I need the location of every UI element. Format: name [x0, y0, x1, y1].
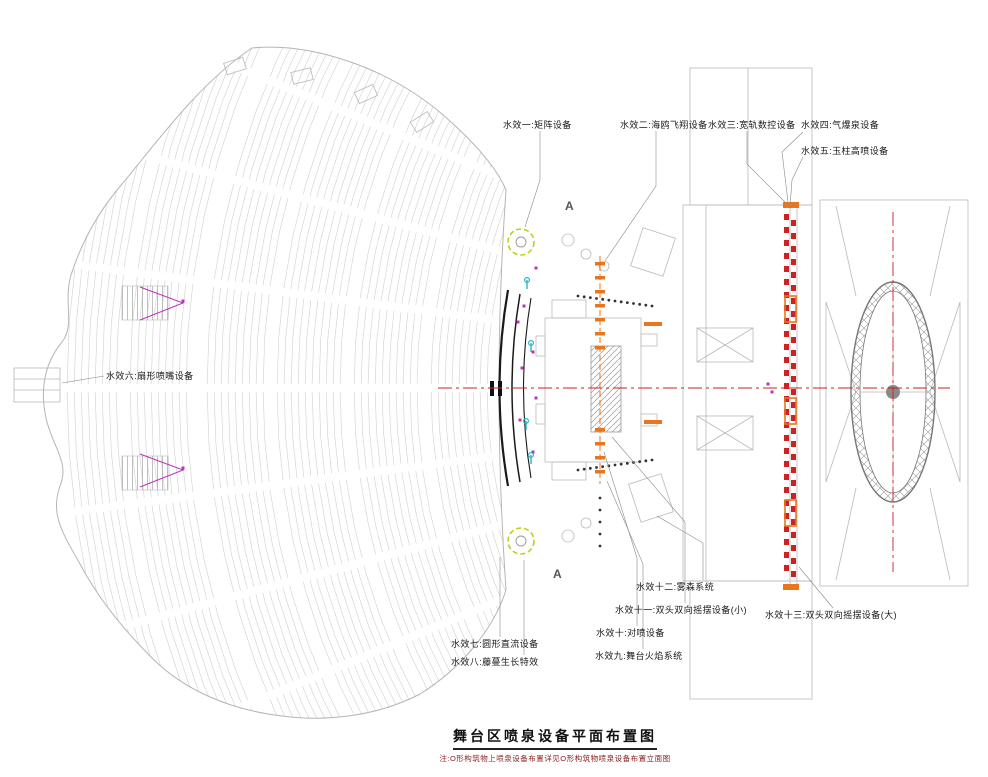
label-water-effect-1: 水效一:矩阵设备	[503, 120, 572, 130]
stage-block	[535, 299, 658, 481]
seagull-nozzle-dots	[576, 294, 654, 548]
drawing-note: 注:O形构筑物上喷泉设备布置详见O形构筑物喷泉设备布置立面图	[439, 754, 671, 763]
perimeter-towers	[223, 56, 435, 133]
magenta-nozzle-points	[181, 266, 774, 470]
cyan-sprinkler-symbols	[522, 277, 534, 464]
centerlines	[438, 212, 950, 572]
swing-equipment-large	[783, 202, 799, 590]
swing-equipment-small	[595, 256, 662, 484]
section-marker-a-top: A	[565, 199, 574, 213]
title-block: 舞台区喷泉设备平面布置图 注:O形构筑物上喷泉设备布置详见O形构筑物喷泉设备布置…	[355, 726, 755, 764]
label-water-effect-10: 水效十:对喷设备	[596, 628, 665, 638]
label-water-effect-11: 水效十一:双头双向摇摆设备(小)	[615, 605, 747, 615]
label-water-effect-2: 水效二:海鸥飞翔设备	[620, 120, 708, 130]
label-water-effect-12: 水效十二:雾森系统	[636, 582, 715, 592]
stairs-upper	[121, 285, 169, 321]
spray-direction-arrows	[139, 286, 185, 488]
round-dc-equipment	[507, 228, 535, 555]
label-water-effect-9: 水效九:舞台火焰系统	[595, 651, 683, 661]
o-ring-structure	[819, 199, 969, 587]
fan-nozzle-equipment	[13, 367, 61, 403]
stage-hatched-platform	[590, 345, 622, 433]
right-wing-structures	[682, 67, 813, 700]
section-marker-a-bottom: A	[553, 567, 562, 581]
label-leader-lines	[61, 131, 834, 655]
label-water-effect-4: 水效四:气爆泉设备	[801, 120, 880, 130]
label-water-effect-3: 水效三:宽轨数控设备	[708, 120, 796, 130]
label-water-effect-5: 水效五:玉柱高喷设备	[801, 146, 889, 156]
drawing-title: 舞台区喷泉设备平面布置图	[453, 726, 657, 750]
label-water-effect-6: 水效六:扇形喷嘴设备	[106, 371, 194, 381]
stage-side-structures	[561, 227, 676, 543]
label-water-effect-8: 水效八:藤蔓生长特效	[451, 657, 539, 667]
label-water-effect-13: 水效十三:双头双向摇摆设备(大)	[765, 610, 897, 620]
label-water-effect-7: 水效七:圆形直流设备	[451, 639, 539, 649]
